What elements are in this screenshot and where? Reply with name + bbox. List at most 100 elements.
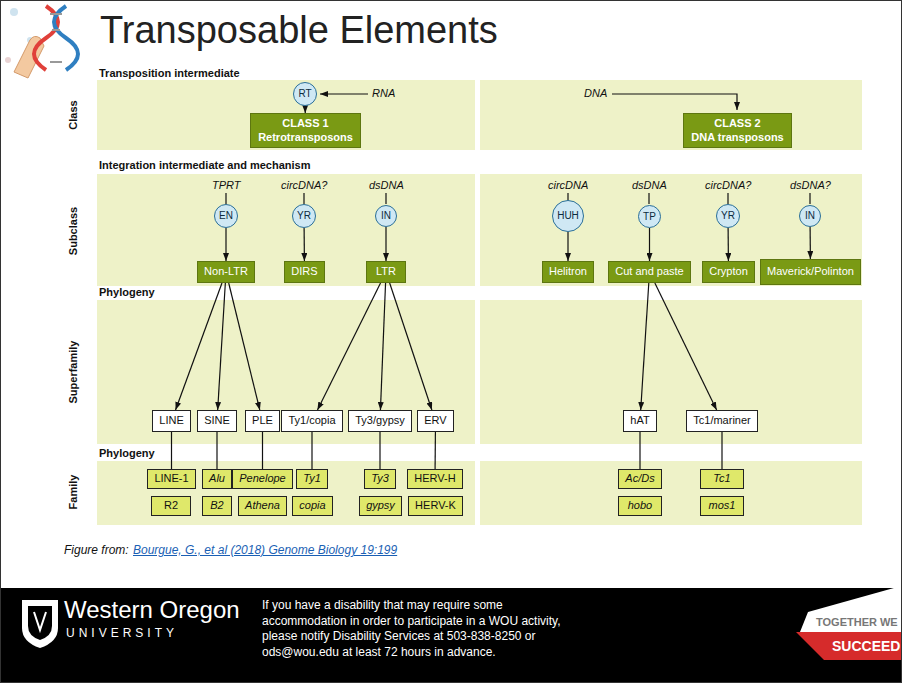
intermediate-leaders: [226, 94, 810, 204]
enzyme-circle: YR: [716, 204, 740, 228]
node-text: Ty3/gypsy: [355, 414, 405, 427]
node-text: PLE: [252, 414, 273, 427]
node-text: HERV-K: [415, 499, 456, 512]
node-text: TP: [643, 211, 656, 223]
node-text: Helitron: [549, 265, 587, 278]
enzyme-circle: RT: [293, 82, 317, 106]
row-label: Family: [67, 475, 80, 510]
figure-caption: Figure from:: [64, 543, 129, 557]
node-text: Alu: [209, 472, 225, 485]
accessibility-notice: If you have a disability that may requir…: [262, 598, 562, 660]
node-text: Ty1/copia: [288, 414, 335, 427]
subclass-box: LTR: [366, 261, 406, 283]
row-label: Superfamily: [67, 341, 80, 404]
slogan: SUCCEED: [832, 638, 900, 655]
intermediate-label: RNA: [372, 87, 395, 100]
family-box: R2: [151, 496, 191, 516]
node-text: B2: [210, 499, 223, 512]
family-box: copia: [292, 496, 333, 516]
node-text: Ac/Ds: [625, 472, 654, 485]
node-text: LTR: [376, 265, 396, 278]
superfamily-box: PLE: [245, 410, 280, 432]
family-box: Penelope: [232, 469, 293, 489]
subclass-box: Maverick/Polinton: [760, 259, 861, 285]
node-text: YR: [297, 210, 311, 222]
superfamily-box: SINE: [197, 410, 237, 432]
connector-arrow: [305, 106, 306, 113]
family-box: gypsy: [359, 496, 402, 516]
family-box: mos1: [700, 496, 744, 516]
connector-arrow: [229, 283, 260, 410]
enzyme-circle: TP: [638, 205, 661, 228]
enzyme-circle: IN: [375, 205, 397, 227]
superfamily-box: Tc1/mariner: [686, 410, 758, 432]
enzyme-circle: YR: [292, 204, 316, 228]
subclass-box: Non-LTR: [197, 261, 255, 283]
connector-arrow: [225, 228, 226, 261]
node-text: Tc1: [713, 472, 730, 485]
node-text: Crypton: [709, 265, 748, 278]
family-box: LINE-1: [147, 469, 196, 489]
connector-arrow: [317, 283, 380, 410]
node-text: hAT: [630, 414, 649, 427]
row-bands: [97, 80, 862, 525]
connector-arrow: [262, 432, 263, 469]
node-text: mos1: [709, 499, 736, 512]
node-text: EN: [219, 210, 233, 222]
node-text: R2: [164, 499, 178, 512]
connector-arrow: [380, 283, 385, 410]
connector-arrow: [567, 232, 568, 261]
node-text: Penelope: [239, 472, 286, 485]
connector-arrow: [641, 283, 649, 410]
family-box: B2: [202, 496, 232, 516]
family-box: Alu: [202, 469, 232, 489]
connector-arrow: [649, 228, 650, 261]
connector-arrow: [379, 432, 380, 469]
superfamily-box: Ty1/copia: [281, 410, 343, 432]
intermediate-label: dsDNA?: [790, 179, 831, 192]
connector-arrow: [176, 283, 222, 410]
section-heading: Integration intermediate and mechanism: [99, 159, 311, 172]
footer-art: [1, 586, 901, 682]
connector-arrow: [218, 283, 226, 410]
intermediate-label: dsDNA: [369, 179, 404, 192]
node-text: SINE: [204, 414, 230, 427]
subclass-box: Crypton: [702, 261, 755, 283]
node-text: IN: [805, 210, 815, 222]
corner-icon: [5, 6, 78, 78]
node-text: Retrotransposons: [258, 131, 353, 144]
node-text: YR: [721, 210, 735, 222]
node-text: LINE: [159, 414, 183, 427]
intermediate-label: DNA: [584, 87, 607, 100]
node-text: IN: [381, 210, 391, 222]
superfamily-box: ERV: [417, 410, 454, 432]
node-text: DIRS: [291, 265, 317, 278]
section-heading: Transposition intermediate: [99, 67, 240, 80]
connector-arrow: [639, 432, 640, 469]
node-text: Ty3: [371, 472, 389, 485]
enzyme-circle: IN: [799, 205, 821, 227]
node-text: gypsy: [366, 499, 395, 512]
family-box: Athena: [238, 496, 287, 516]
node-text: CLASS 1: [282, 117, 328, 130]
node-text: Non-LTR: [204, 265, 248, 278]
node-text: Cut and paste: [615, 265, 684, 278]
connector-arrow: [721, 432, 722, 469]
node-text: Ty1: [303, 472, 321, 485]
connector-arrow: [655, 283, 717, 410]
family-box: HERV-H: [407, 469, 463, 489]
class-box: CLASS 1Retrotransposons: [250, 113, 361, 148]
node-text: HERV-H: [414, 472, 455, 485]
subclass-box: Cut and paste: [608, 261, 691, 283]
family-box: hobo: [618, 496, 662, 516]
university-subname: UNIVERSITY: [66, 626, 178, 640]
class-box: CLASS 2DNA transposons: [683, 113, 792, 148]
node-text: RT: [298, 88, 311, 100]
node-text: CLASS 2: [714, 117, 760, 130]
connector-arrow: [728, 228, 729, 261]
connector-arrow: [311, 432, 312, 469]
section-heading: Phylogeny: [99, 286, 155, 299]
